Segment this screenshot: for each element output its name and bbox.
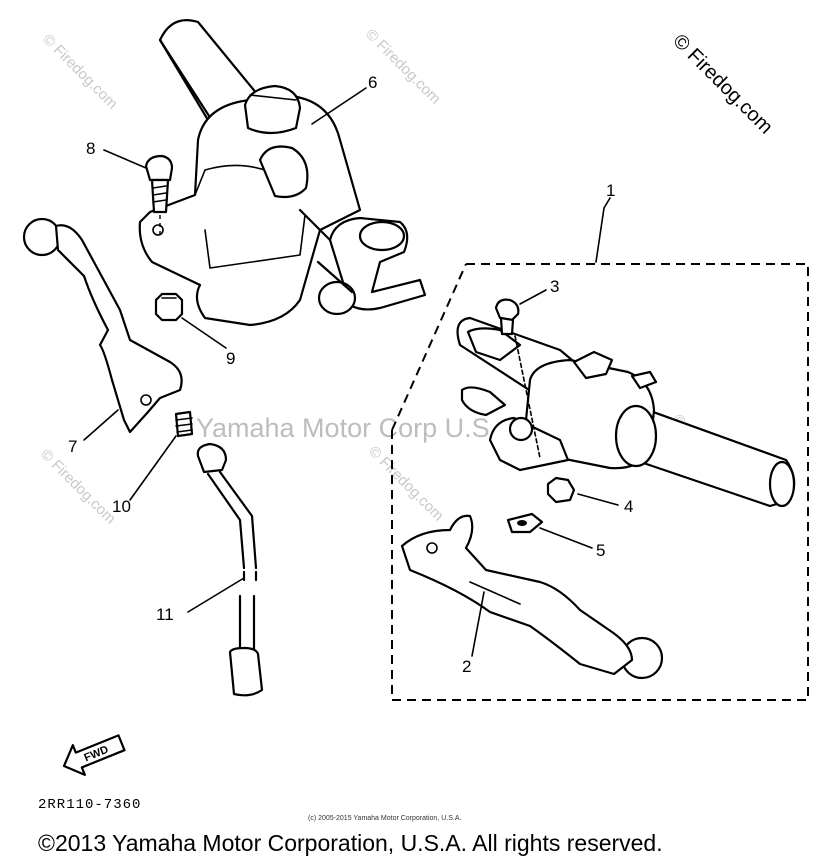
callout-number: 6: [368, 73, 377, 92]
throttle-housing: [138, 19, 427, 327]
forward-direction-arrow: FWD: [62, 734, 126, 776]
front-brake-lever: [22, 217, 183, 434]
callout-number: 2: [462, 657, 471, 676]
watermark-text: © Firedog.com: [37, 446, 119, 528]
lever-bracket-assembly: [456, 316, 796, 508]
callout-number: 3: [550, 277, 559, 296]
callout-number: 11: [156, 605, 174, 624]
brake-switch-cable: [196, 442, 264, 697]
callout-number: 8: [86, 139, 95, 158]
callout-number: 1: [606, 181, 615, 200]
pivot-nut: [546, 476, 576, 504]
footer-copyright: ©2013 Yamaha Motor Corporation, U.S.A. A…: [38, 830, 663, 856]
clutch-lever: [400, 514, 664, 680]
sub-assembly-boundary: [391, 263, 809, 701]
lever-washer: [506, 512, 544, 534]
callout-number: 4: [624, 497, 633, 516]
callout-leaders: [83, 87, 619, 657]
drawing-code: 2RR110-7360: [38, 797, 141, 813]
lever-spring: [174, 410, 194, 438]
callout-number: 10: [112, 497, 131, 516]
bolt: [144, 154, 174, 238]
callout-labels: 1 2 3 4 5 6 7 8 9 10 11: [68, 73, 633, 676]
callout-number: 7: [68, 437, 77, 456]
callout-number: 5: [596, 541, 605, 560]
small-copyright: (c) 2005-2015 Yamaha Motor Corporation, …: [308, 815, 461, 822]
watermark-text: © Firedog.com: [365, 443, 447, 525]
watermark-center-text: Yamaha Motor Corp U.S.A.: [196, 413, 523, 443]
sub-assembly-boundary: [391, 263, 467, 431]
watermark-text: © Firedog.com: [39, 31, 121, 113]
pivot-screw: [494, 298, 541, 459]
corner-copyright-mark: © Firedog.com: [668, 30, 777, 139]
callout-number: 9: [226, 349, 235, 368]
nut: [154, 292, 184, 322]
watermark-text: © Firedog.com: [362, 26, 444, 108]
